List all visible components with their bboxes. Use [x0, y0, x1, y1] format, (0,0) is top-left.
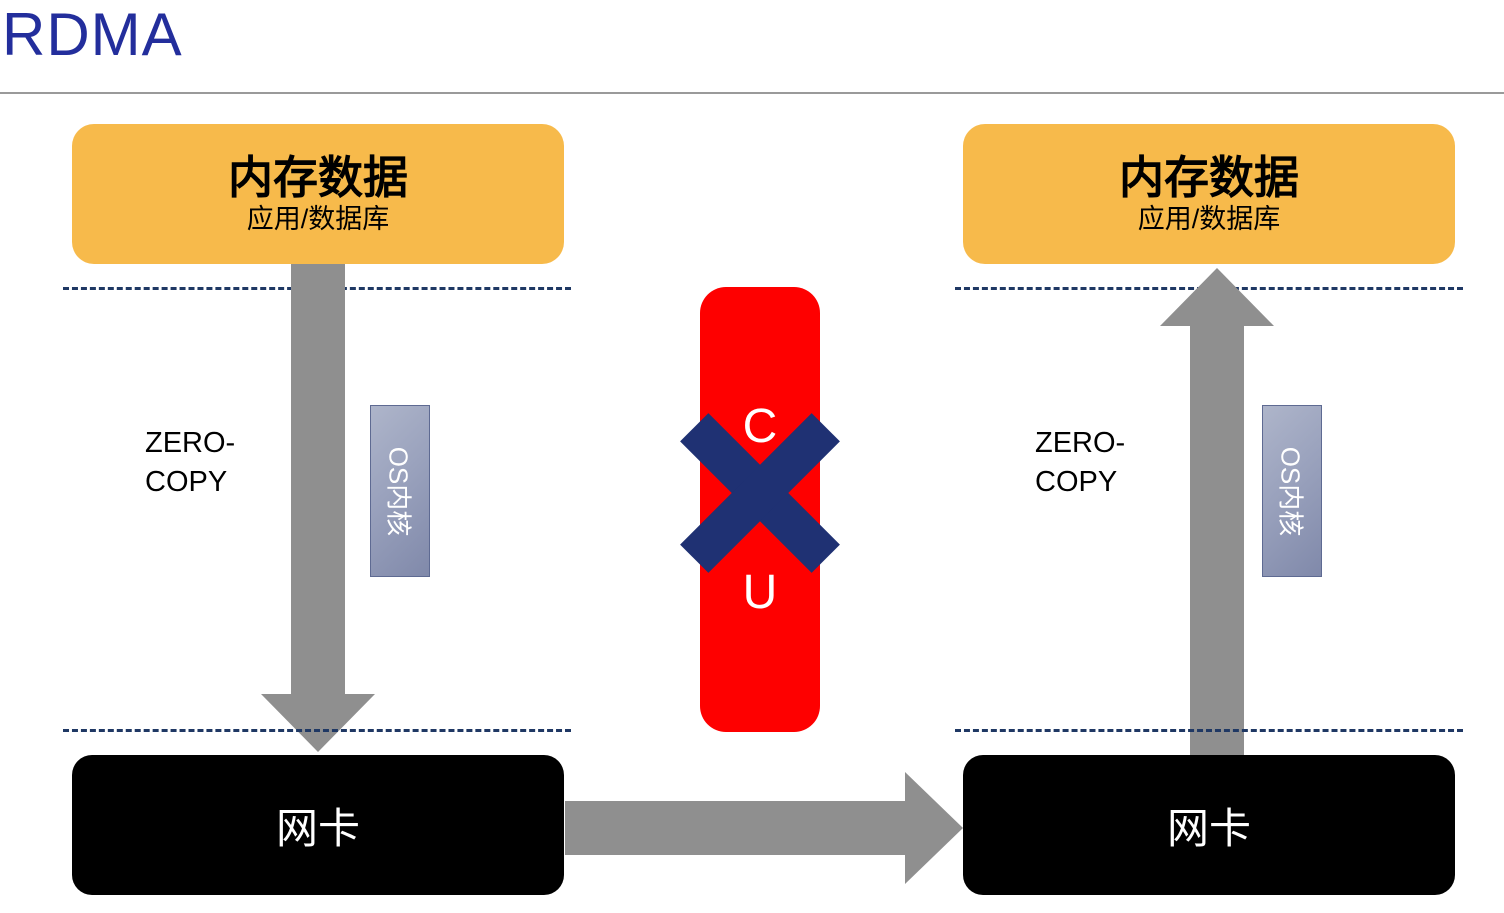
- cpu-letter-u: U: [742, 566, 778, 619]
- nic-label: 网卡: [1166, 804, 1251, 852]
- nic-transfer-arrow-head-icon: [905, 772, 963, 884]
- os-kernel-label: OS内核: [383, 446, 414, 536]
- os-kernel-badge: OS内核: [1262, 405, 1322, 577]
- memory-data-box-right: 内存数据 应用/数据库: [963, 124, 1455, 264]
- nic-box-left: 网卡: [72, 755, 564, 895]
- memory-data-label: 内存数据: [227, 152, 408, 204]
- app-database-label: 应用/数据库: [1137, 203, 1281, 234]
- kernel-hardware-boundary-line: [955, 729, 1463, 732]
- down-arrow-icon: [291, 264, 345, 696]
- page-title: RDMA: [2, 1, 183, 68]
- title-divider: [0, 92, 1504, 94]
- nic-label: 网卡: [275, 804, 360, 852]
- zero-copy-label: ZERO-COPY: [145, 427, 236, 499]
- memory-data-label: 内存数据: [1118, 152, 1299, 204]
- os-kernel-label: OS内核: [1275, 446, 1306, 536]
- up-arrow-head-icon: [1160, 268, 1274, 326]
- zero-copy-label: ZERO-COPY: [1035, 427, 1126, 499]
- app-database-label: 应用/数据库: [246, 203, 390, 234]
- up-arrow-icon: [1190, 324, 1244, 755]
- nic-box-right: 网卡: [963, 755, 1455, 895]
- kernel-hardware-boundary-line: [63, 729, 571, 732]
- nic-transfer-arrow-icon: [565, 801, 905, 855]
- down-arrow-head-icon: [261, 694, 375, 752]
- memory-data-box-left: 内存数据 应用/数据库: [72, 124, 564, 264]
- cpu-letter-c: C: [742, 400, 778, 453]
- os-kernel-badge: OS内核: [370, 405, 430, 577]
